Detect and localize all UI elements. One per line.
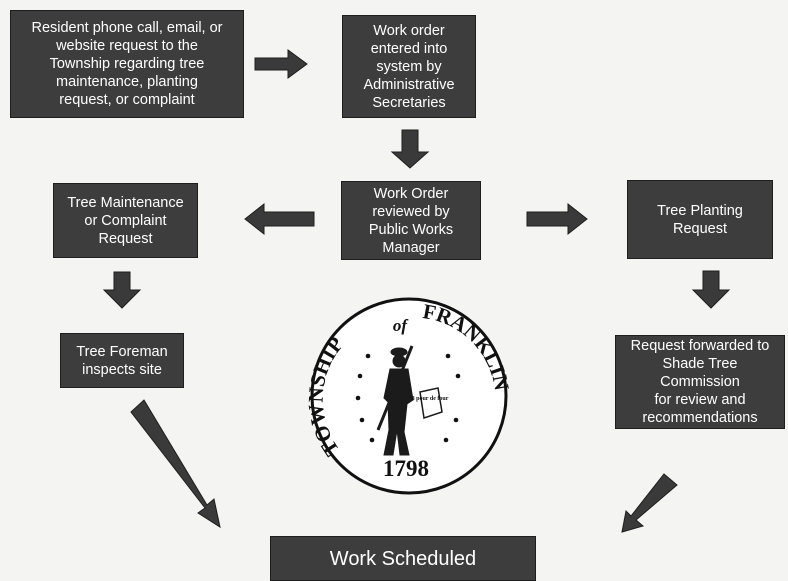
- box-resident-request: Resident phone call, email, or website r…: [10, 10, 244, 118]
- arrow-diag-2: [621, 473, 678, 533]
- seal-text-of: of: [393, 316, 410, 335]
- arrow-down-1: [390, 129, 430, 169]
- seal-year: 1798: [383, 456, 429, 481]
- box-tree-foreman: Tree Foreman inspects site: [60, 333, 184, 388]
- arrow-right-2: [526, 202, 588, 236]
- arrow-diag-1: [130, 399, 221, 529]
- arrow-right-1: [254, 49, 308, 79]
- minuteman-figure: [376, 345, 443, 456]
- box-tree-maintenance: Tree Maintenance or Complaint Request: [53, 183, 198, 258]
- box-shade-tree-commission: Request forwarded to Shade Tree Commissi…: [615, 335, 785, 429]
- seal-stars: [355, 353, 461, 443]
- arrow-left-1: [244, 202, 315, 236]
- box-tree-planting: Tree Planting Request: [627, 180, 773, 259]
- arrow-down-2: [102, 271, 142, 309]
- box-work-order-entered: Work order entered into system by Admini…: [342, 15, 476, 118]
- box-work-order-reviewed: Work Order reviewed by Public Works Mana…: [341, 181, 481, 260]
- seal-scroll-text: 8 pour de four: [412, 396, 449, 402]
- arrow-down-3: [691, 270, 731, 309]
- box-work-scheduled: Work Scheduled: [270, 536, 536, 581]
